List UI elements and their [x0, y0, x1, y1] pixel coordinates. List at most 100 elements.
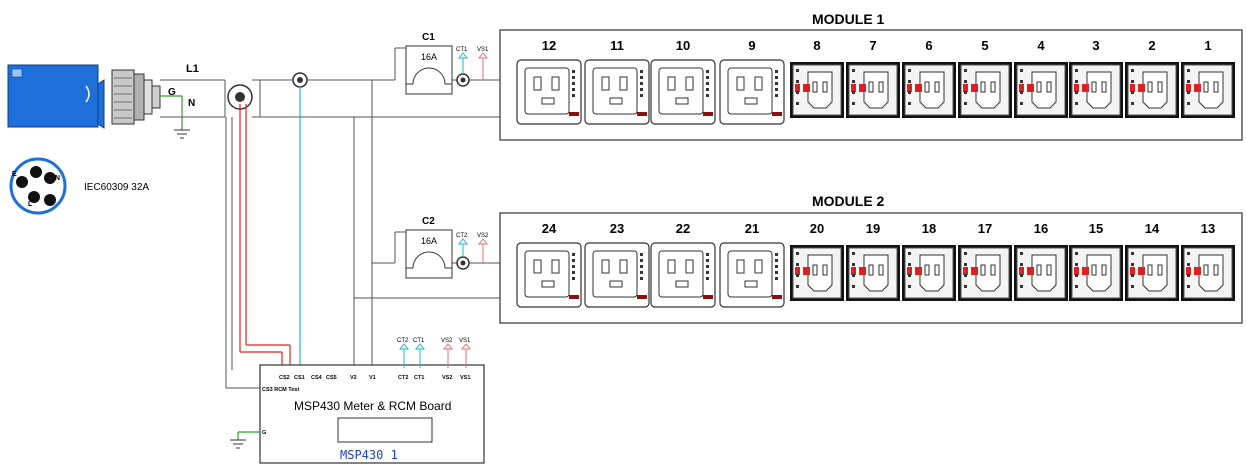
pin-vs1: VS1: [460, 375, 470, 381]
line-label: L1: [186, 63, 199, 75]
board-outline: [259, 364, 485, 464]
header-vs2: VS2: [441, 338, 453, 344]
c13-outlet: [846, 245, 900, 301]
main-cable: [160, 79, 226, 118]
c19-outlet: [516, 242, 582, 308]
outlet-number: 15: [1089, 221, 1103, 236]
ct-label: CT1: [456, 47, 468, 53]
header-ct2: CT2: [397, 338, 409, 344]
breaker-name: C1: [422, 32, 435, 43]
outlet-number: 13: [1201, 221, 1215, 236]
outlet-number: 20: [810, 221, 824, 236]
header-vs1: VS1: [459, 338, 471, 344]
connector-label: IEC60309 32A: [84, 182, 149, 193]
c19-outlet: [584, 59, 650, 125]
breaker-c2: C2 16A: [405, 216, 453, 279]
ground-label: G: [168, 87, 176, 98]
vs-label: VS2: [477, 233, 489, 239]
outlet-number: 9: [748, 38, 755, 53]
outlet-number: 1: [1204, 38, 1211, 53]
pin-label-e: E: [12, 171, 17, 178]
rcm-toroid: [227, 84, 253, 110]
c13-outlet: [958, 62, 1012, 118]
c13-outlet: [1014, 245, 1068, 301]
outlet-number: 23: [610, 221, 624, 236]
outlet-number: 21: [745, 221, 759, 236]
c13-outlet: [958, 245, 1012, 301]
module1-outlets: 12 11 10 9 8 7 6 5 4 3 2 1: [516, 38, 1235, 125]
c13-outlet: [902, 62, 956, 118]
breaker-name: C2: [422, 216, 435, 227]
plug-ground-wire: [160, 95, 183, 130]
rcm-wire: [239, 104, 291, 368]
outlet-number: 24: [542, 221, 557, 236]
board-title: MSP430 Meter & RCM Board: [294, 399, 451, 413]
outlet-number: 2: [1148, 38, 1155, 53]
breaker-rating: 16A: [421, 52, 437, 62]
module2-sensors: CT2 VS2: [456, 233, 489, 270]
module1-title: MODULE 1: [812, 11, 885, 27]
breaker-rating: 16A: [421, 236, 437, 246]
outlet-number: 5: [981, 38, 988, 53]
c13-outlet: [1125, 245, 1179, 301]
outlet-number: 14: [1145, 221, 1160, 236]
pin-v1: V1: [369, 375, 376, 381]
plug-body: [7, 64, 99, 128]
outlet-number: 7: [869, 38, 876, 53]
c13-outlet: [1125, 62, 1179, 118]
outlet-number: 18: [922, 221, 936, 236]
module1-sensors: CT1 VS1: [456, 47, 489, 87]
ct-label: CT2: [456, 233, 468, 239]
ground-symbol-board: [230, 431, 260, 449]
outlet-number: 4: [1037, 38, 1045, 53]
outlet-number: 8: [813, 38, 820, 53]
c13-outlet: [902, 245, 956, 301]
outlet-number: 17: [978, 221, 992, 236]
breaker-c1: C1 16A: [405, 32, 453, 95]
outlet-number: 10: [676, 38, 690, 53]
chip-box: [337, 417, 433, 443]
pin-ct1: CT1: [414, 375, 424, 381]
pin-cs2: CS2: [279, 375, 290, 381]
c13-outlet: [846, 62, 900, 118]
pin-v2: V2: [350, 375, 357, 381]
pin-vs2: VS2: [442, 375, 452, 381]
chip-label: MSP430 1: [340, 448, 398, 462]
header-ct1: CT1: [413, 338, 425, 344]
board-header-sensors: CT2 CT1 VS2 VS1: [397, 338, 472, 368]
c13-outlet: [1069, 245, 1123, 301]
ground-symbol-plug: [174, 129, 190, 139]
outlet-number: 19: [866, 221, 880, 236]
c19-outlet: [650, 242, 716, 308]
pin-label-n: N: [55, 175, 60, 182]
c19-outlet: [584, 242, 650, 308]
pin-cs3-rcm-test: CS3 RCM Test: [262, 387, 299, 393]
outlet-number: 12: [542, 38, 556, 53]
pin-cs5: CS5: [326, 375, 337, 381]
outlet-number: 3: [1092, 38, 1099, 53]
neutral-label: N: [188, 98, 195, 109]
outlet-number: 11: [610, 38, 624, 53]
msp430-board: CS2 CS1 CS4 CS5 V2 V1 CT2 CT1 VS2 VS1 CS…: [259, 364, 485, 464]
vs-label: VS1: [477, 47, 489, 53]
plug: [7, 64, 161, 129]
c13-outlet: [1014, 62, 1068, 118]
board-ground-pin: G: [262, 430, 266, 436]
plug-tab: [97, 79, 105, 129]
c13-outlet: [790, 62, 844, 118]
module2-title: MODULE 2: [812, 193, 885, 209]
outlet-number: 16: [1034, 221, 1048, 236]
c19-outlet: [516, 59, 582, 125]
c13-outlet: [790, 245, 844, 301]
c13-outlet: [1181, 62, 1235, 118]
main-ct-toroid: [292, 72, 308, 88]
c19-outlet: [719, 59, 785, 125]
outlet-number: 6: [925, 38, 932, 53]
pin-ct2: CT2: [398, 375, 408, 381]
pin-cs1: CS1: [294, 375, 305, 381]
c13-outlet: [1069, 62, 1123, 118]
outlet-number: 22: [676, 221, 690, 236]
wiring: [225, 47, 500, 389]
c19-outlet: [650, 59, 716, 125]
